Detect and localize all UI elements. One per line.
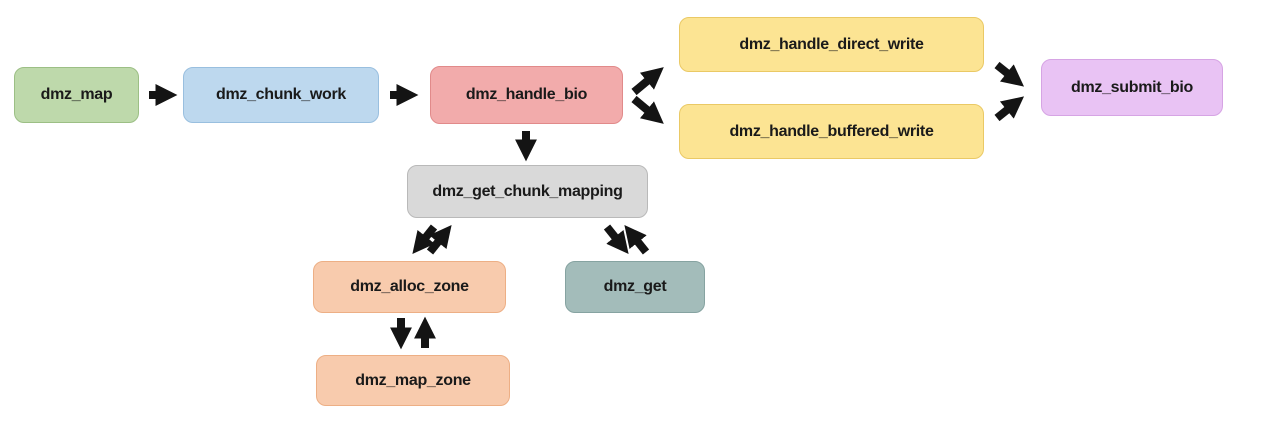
arrow-dmz_handle_buffered_write-to-dmz_submit_bio: [994, 96, 1025, 122]
arrow-dmz_handle_bio-to-dmz_handle_direct_write: [631, 67, 664, 96]
node-dmz_get: dmz_get: [565, 261, 705, 313]
node-label-dmz_alloc_zone: dmz_alloc_zone: [350, 278, 469, 295]
node-dmz_handle_bio: dmz_handle_bio: [430, 66, 623, 124]
node-dmz_handle_direct_write: dmz_handle_direct_write: [679, 17, 984, 72]
node-label-dmz_handle_direct_write: dmz_handle_direct_write: [739, 35, 924, 53]
node-label-dmz_handle_bio: dmz_handle_bio: [465, 86, 588, 103]
node-label-dmz_get_chunk_mapping: dmz_get_chunk_mapping: [432, 182, 623, 200]
node-label-dmz_map_zone: dmz_map_zone: [355, 371, 471, 389]
node-dmz_map_zone: dmz_map_zone: [316, 355, 510, 406]
node-dmz_submit_bio: dmz_submit_bio: [1041, 59, 1223, 116]
arrow-dmz_handle_direct_write-to-dmz_submit_bio: [994, 61, 1025, 87]
node-label-dmz_submit_bio: dmz_submit_bio: [1070, 78, 1194, 96]
arrow-dmz_get_chunk_mapping-to-dmz_get: [603, 224, 629, 255]
node-label-dmz_chunk_work: dmz_chunk_work: [215, 86, 347, 103]
node-dmz_map: dmz_map: [14, 67, 139, 123]
arrow-dmz_get_chunk_mapping-to-dmz_alloc_zone: [412, 224, 438, 255]
node-dmz_handle_buffered_write: dmz_handle_buffered_write: [679, 104, 984, 159]
arrow-dmz_alloc_zone-to-dmz_get_chunk_mapping: [426, 224, 452, 255]
node-dmz_get_chunk_mapping: dmz_get_chunk_mapping: [407, 165, 648, 218]
node-label-dmz_map: dmz_map: [40, 86, 113, 103]
arrow-dmz_get-to-dmz_get_chunk_mapping: [624, 224, 650, 255]
node-label-dmz_get: dmz_get: [603, 278, 667, 295]
node-dmz_chunk_work: dmz_chunk_work: [183, 67, 379, 123]
node-label-dmz_handle_buffered_write: dmz_handle_buffered_write: [729, 122, 934, 140]
arrow-dmz_handle_bio-to-dmz_handle_buffered_write: [631, 95, 664, 124]
node-dmz_alloc_zone: dmz_alloc_zone: [313, 261, 506, 313]
